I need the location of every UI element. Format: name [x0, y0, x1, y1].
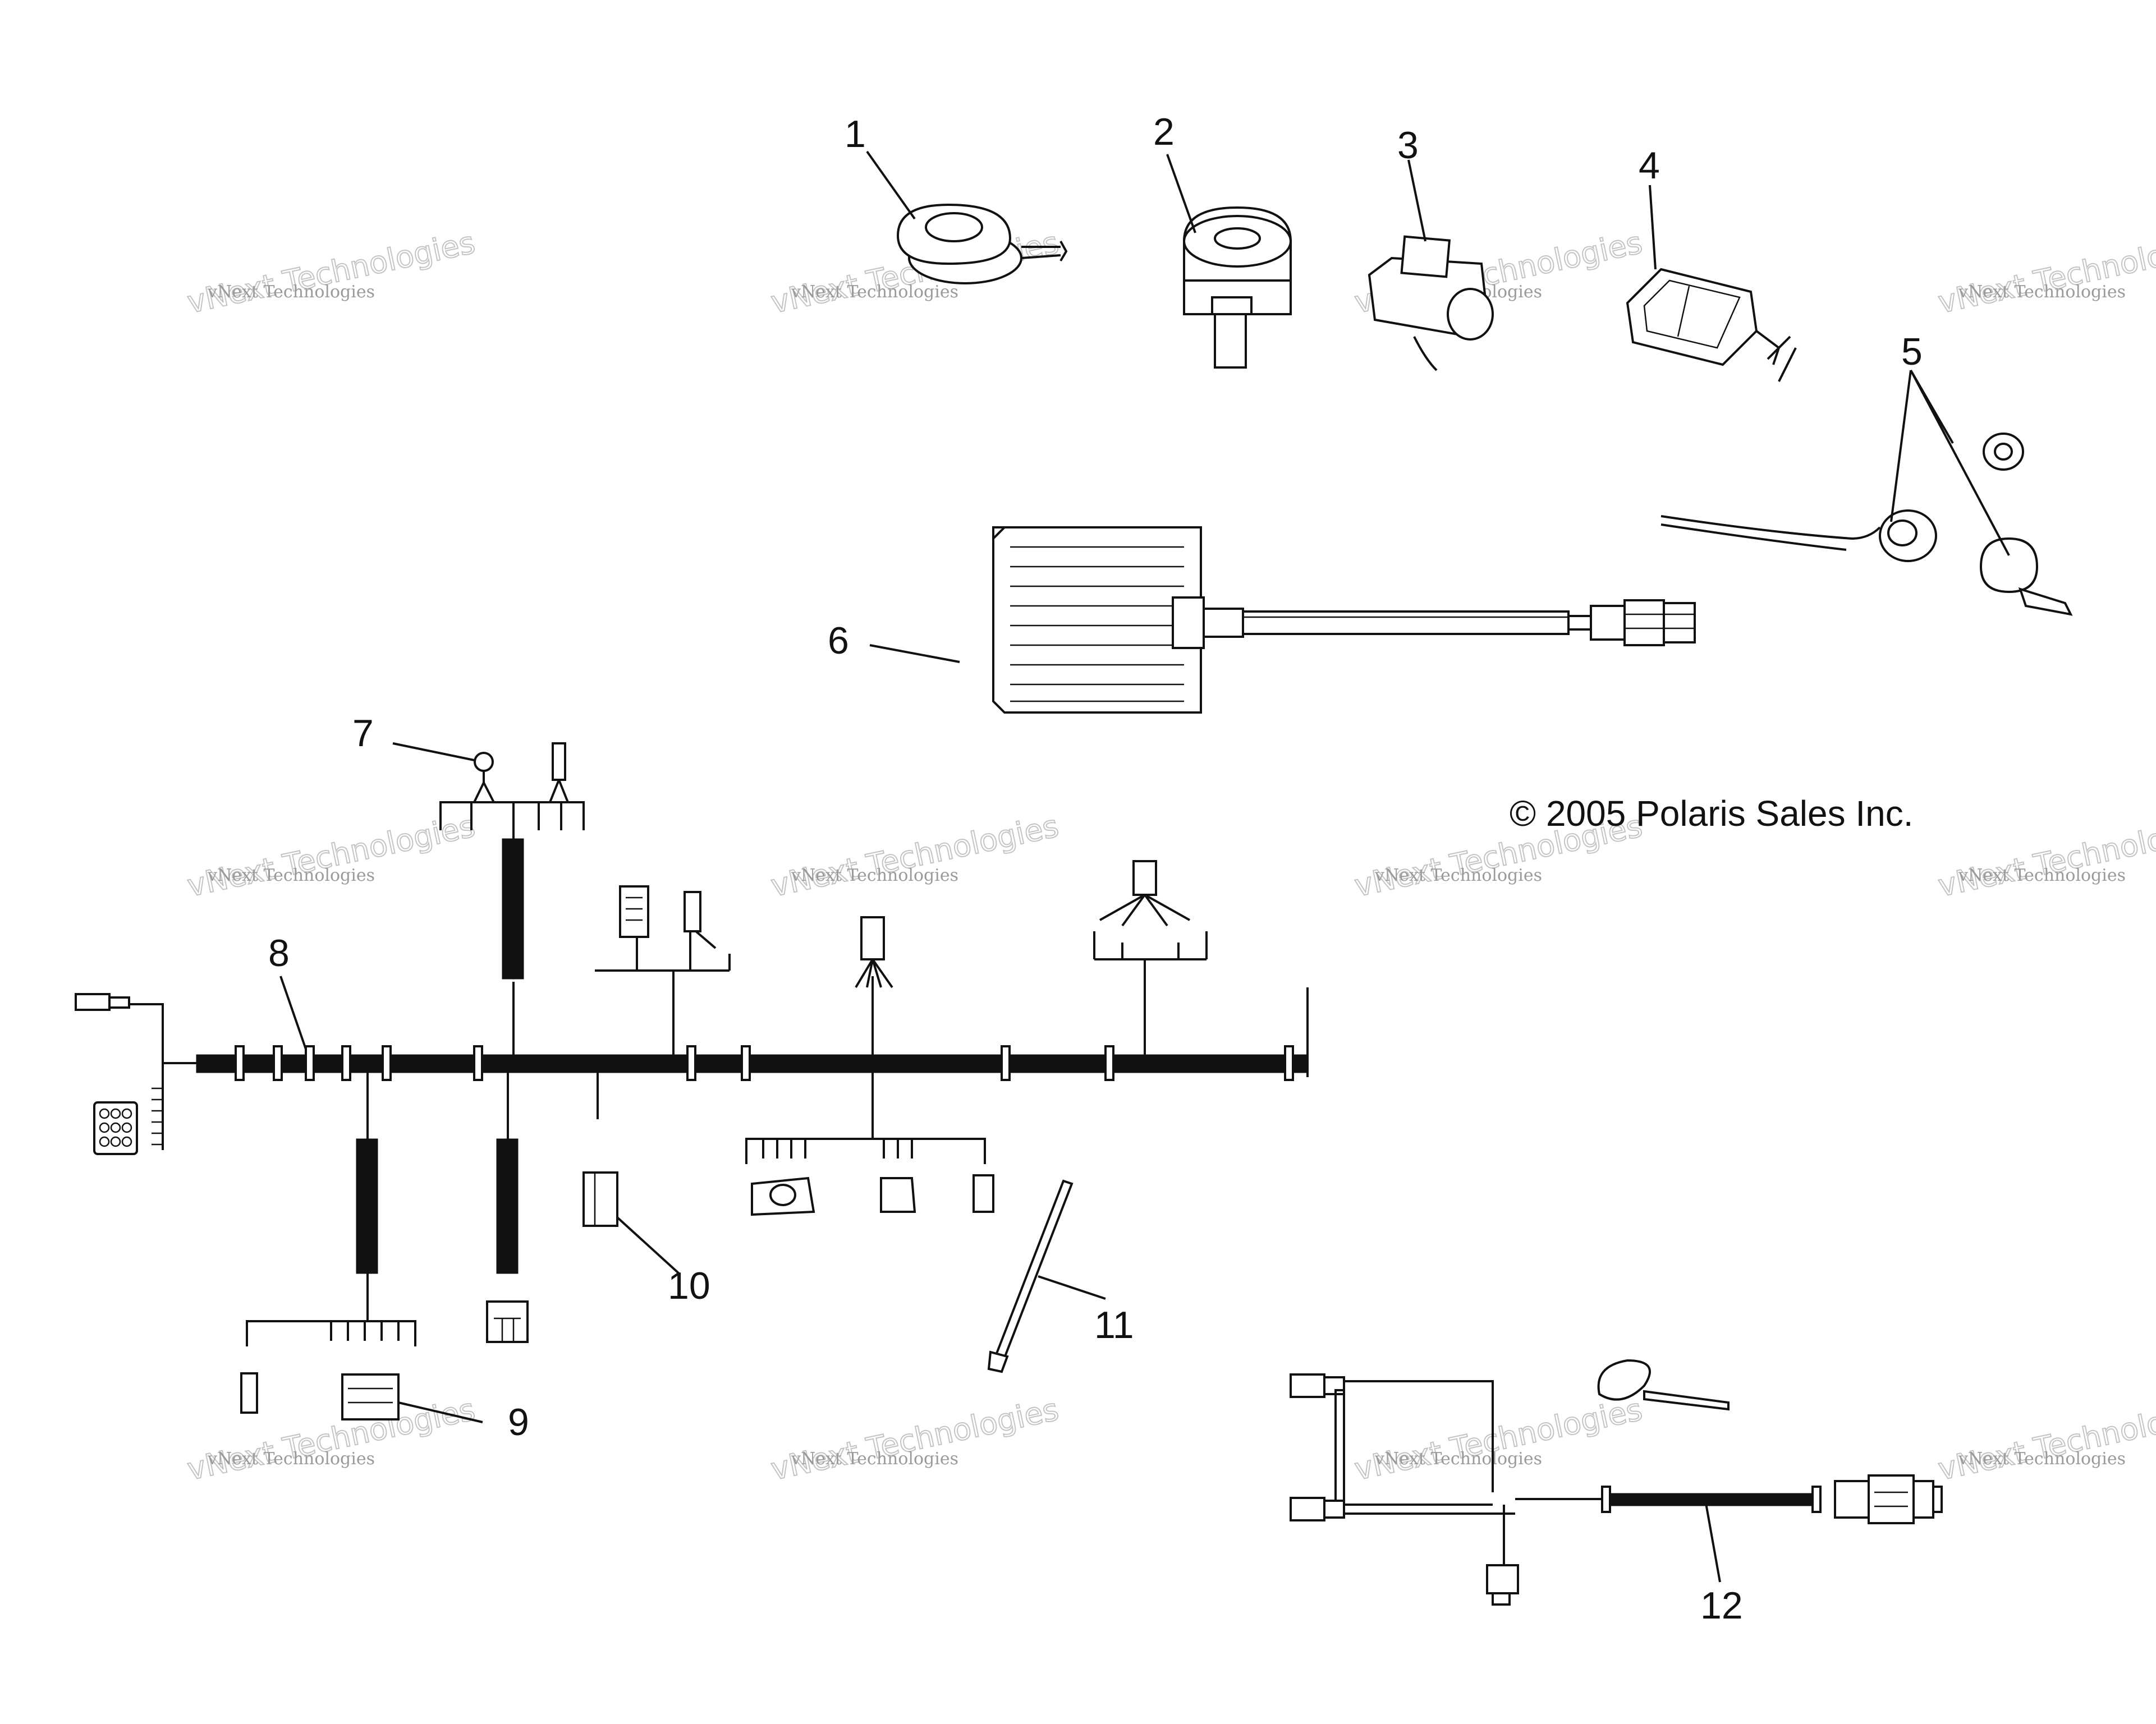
watermark-text: vNext Technologies	[1958, 1449, 2126, 1469]
watermark-outline: vNext Technologies	[184, 808, 478, 904]
watermark-text: vNext Technologies	[1958, 282, 2126, 302]
callout-6: 6	[828, 619, 849, 662]
copyright-notice: © 2005 Polaris Sales Inc.	[1510, 793, 1914, 834]
callout-8: 8	[268, 932, 290, 974]
leader-line-7	[392, 742, 475, 761]
watermark: vNext Technologies vNext Technologies	[184, 808, 479, 904]
leader-line-4	[1649, 185, 1657, 270]
part-11-cable-tie[interactable]	[987, 1179, 1074, 1373]
part-12-sub-harness[interactable]	[1290, 1359, 1943, 1606]
watermark-text: vNext Technologies	[791, 866, 958, 885]
watermark: vNext Technologies vNext Technologies	[184, 224, 479, 321]
watermark-outline: vNext Technologies	[184, 1392, 478, 1487]
watermark: vNext Technologies vNext Technologies	[1934, 808, 2156, 904]
watermark-outline: vNext Technologies	[1935, 808, 2156, 904]
watermark-outline: vNext Technologies	[768, 808, 1062, 904]
watermark: vNext Technologies vNext Technologies	[767, 1391, 1062, 1488]
callout-2: 2	[1153, 111, 1175, 153]
leader-line-12	[1705, 1503, 1721, 1583]
callout-4: 4	[1639, 144, 1660, 187]
part-1-sensor[interactable]	[896, 203, 1068, 284]
watermark-outline: vNext Technologies	[1351, 1392, 1645, 1487]
watermark: vNext Technologies vNext Technologies	[767, 808, 1062, 904]
part-8-main-harness[interactable]	[75, 742, 1309, 1420]
part-2-horn[interactable]	[1183, 206, 1292, 369]
leader-line-2	[1166, 154, 1196, 233]
watermark-text: vNext Technologies	[207, 866, 375, 885]
watermark-outline: vNext Technologies	[768, 1392, 1062, 1487]
watermark-text: vNext Technologies	[1958, 866, 2126, 885]
callout-11: 11	[1094, 1304, 1134, 1346]
watermark-text: vNext Technologies	[207, 282, 375, 302]
callout-1: 1	[845, 113, 866, 155]
callout-5: 5	[1901, 330, 1923, 373]
callout-3: 3	[1397, 124, 1419, 167]
watermark-outline: vNext Technologies	[1935, 1392, 2156, 1487]
leader-line-8	[279, 976, 307, 1050]
leader-line-1	[866, 150, 916, 220]
callout-7: 7	[352, 712, 374, 755]
watermark-text: vNext Technologies	[1374, 1449, 1542, 1469]
watermark-text: vNext Technologies	[1374, 866, 1542, 885]
callout-9: 9	[508, 1401, 529, 1443]
watermark-group: vNext Technologies vNext Technologies vN…	[184, 224, 2156, 1488]
watermark-text: vNext Technologies	[791, 282, 958, 302]
part-10-boot[interactable]	[582, 1171, 618, 1227]
watermark-text: vNext Technologies	[207, 1449, 375, 1469]
leader-line-10	[616, 1216, 680, 1275]
watermark-outline: vNext Technologies	[1935, 225, 2156, 320]
watermark: vNext Technologies vNext Technologies	[184, 1391, 479, 1488]
leader-line-3	[1407, 159, 1426, 242]
watermark-text: vNext Technologies	[791, 1449, 958, 1469]
part-5-toggle-switch[interactable]	[1660, 433, 2073, 616]
leader-line-6	[869, 644, 960, 663]
watermark: vNext Technologies vNext Technologies	[1351, 1391, 1646, 1488]
part-4-relay[interactable]	[1626, 268, 1797, 382]
watermark: vNext Technologies vNext Technologies	[1934, 1391, 2156, 1488]
callout-10: 10	[668, 1265, 710, 1307]
part-3-switch[interactable]	[1368, 235, 1494, 371]
leader-line-11	[1038, 1275, 1106, 1300]
watermark: vNext Technologies vNext Technologies	[1934, 224, 2156, 321]
leader-line-5	[1890, 370, 2010, 556]
watermark-outline: vNext Technologies	[184, 225, 478, 320]
leader-line-9	[398, 1401, 483, 1423]
callout-12: 12	[1700, 1584, 1743, 1627]
part-6-heating-pad[interactable]	[992, 526, 1696, 714]
